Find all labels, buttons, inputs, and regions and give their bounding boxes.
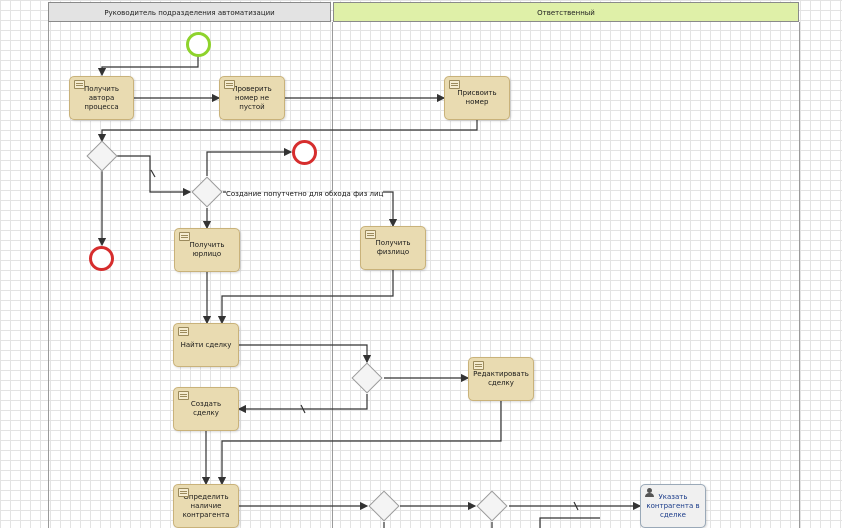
task-label: Получить физлицо <box>375 239 411 256</box>
end-event-1[interactable] <box>292 140 317 165</box>
default-mark-2 <box>300 404 306 414</box>
flow-gateway3-to-create-deal <box>237 394 368 414</box>
default-mark-1 <box>150 169 156 178</box>
flow-partial-bottom <box>539 517 600 528</box>
task-define-contractor[interactable]: Определить наличие контрагента <box>173 484 239 528</box>
task-get-individual[interactable]: Получить физлицо <box>360 226 426 270</box>
lane-header-automation-head[interactable]: Руководитель подразделения автоматизации <box>48 2 331 22</box>
script-task-icon <box>365 230 376 239</box>
script-task-icon <box>179 232 190 241</box>
start-event[interactable] <box>186 32 211 57</box>
lane-border-left <box>48 22 49 528</box>
task-label: Создать сделку <box>190 400 222 417</box>
task-label: Указать контрагента в сделке <box>646 492 700 519</box>
task-label: Получить автора процесса <box>83 84 120 111</box>
script-task-icon <box>178 391 189 400</box>
flow-individual-to-find-deal <box>217 270 394 325</box>
flow-edit-deal-to-define <box>217 400 502 486</box>
task-specify-contractor[interactable]: Указать контрагента в сделке <box>640 484 706 528</box>
flow-gateway1-to-gateway2 <box>117 155 192 197</box>
task-assign-number[interactable]: Присвоить номер <box>444 76 510 120</box>
task-label: Проверить номер не пустой <box>232 84 272 111</box>
task-get-legal-entity[interactable]: Получить юрлицо <box>174 228 240 272</box>
task-find-deal[interactable]: Найти сделку <box>173 323 239 367</box>
flow-assign-to-gateway1 <box>97 120 478 143</box>
user-task-icon <box>645 488 654 497</box>
task-get-author[interactable]: Получить автора процесса <box>69 76 134 120</box>
task-label: Редактировать сделку <box>473 370 529 387</box>
script-task-icon <box>178 488 189 497</box>
flow-condition-label: Создание попутчетно для обхода физ лиц <box>226 190 384 198</box>
lane-header-responsible[interactable]: Ответственный <box>333 2 799 22</box>
task-check-number[interactable]: Проверить номер не пустой <box>219 76 285 120</box>
script-task-icon <box>178 327 189 336</box>
default-mark-3 <box>573 501 579 511</box>
task-label: Определить наличие контрагента <box>182 492 230 519</box>
script-task-icon <box>224 80 235 89</box>
lane-divider <box>332 22 333 528</box>
flow-start-to-author <box>97 56 199 77</box>
task-label: Получить юрлицо <box>189 241 225 258</box>
script-task-icon <box>449 80 460 89</box>
task-edit-deal[interactable]: Редактировать сделку <box>468 357 534 401</box>
lane-border-right <box>799 22 800 528</box>
task-label: Найти сделку <box>180 340 232 349</box>
task-create-deal[interactable]: Создать сделку <box>173 387 239 431</box>
script-task-icon <box>473 361 484 370</box>
end-event-2[interactable] <box>89 246 114 271</box>
script-task-icon <box>74 80 85 89</box>
flow-find-deal-to-gateway3 <box>239 344 372 364</box>
task-label: Присвоить номер <box>457 89 497 106</box>
flow-gateway2-to-end2 <box>206 147 293 176</box>
